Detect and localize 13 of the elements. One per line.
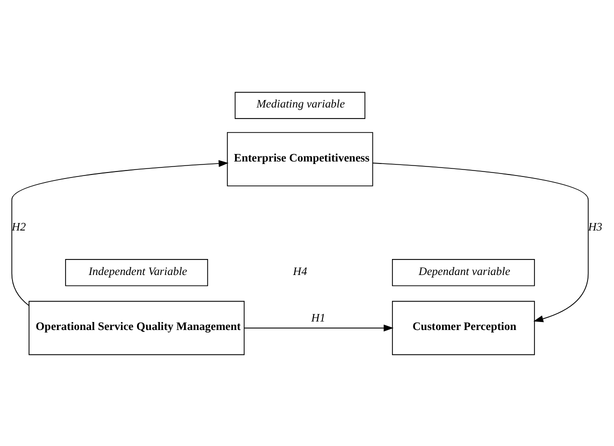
edge-label: H1 (311, 312, 326, 324)
edge-label: H2 (12, 220, 26, 233)
node-box: Independent Variable (65, 258, 208, 286)
node-box: Enterprise Competitiveness (226, 132, 374, 186)
node-box: Mediating variable (234, 91, 366, 118)
edge-label: H3 (588, 220, 602, 233)
node-box: Operational Service Quality Management (28, 300, 245, 355)
arrow (244, 324, 394, 331)
arrow (11, 160, 229, 306)
node-box: Customer Perception (392, 300, 535, 355)
arrow (372, 162, 589, 322)
label: H4 (293, 265, 308, 278)
node-box: Dependant variable (392, 258, 535, 286)
